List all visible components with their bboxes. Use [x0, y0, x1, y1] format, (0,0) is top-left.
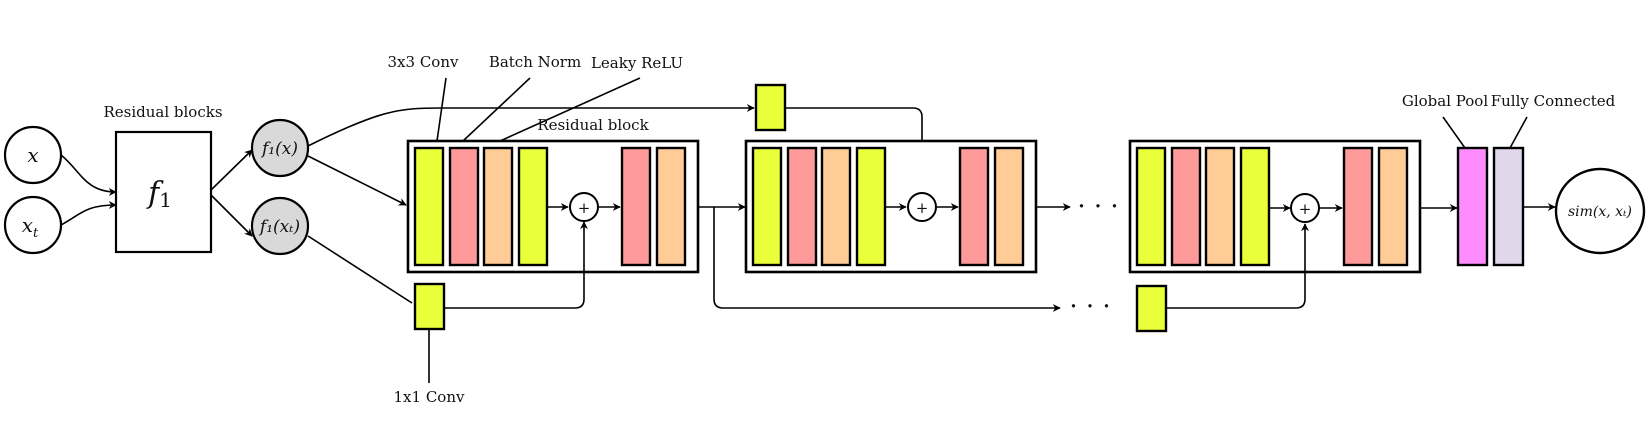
batch-norm-layer	[1170, 146, 1202, 267]
conv1x1-label: 1x1 Conv	[394, 388, 465, 406]
f1x-node: f₁(x)	[250, 118, 310, 178]
edge-encoder-to-f1xt	[210, 194, 253, 237]
batch-norm-layer	[448, 146, 480, 267]
batch-norm-layer	[1342, 146, 1374, 267]
f1x-label: f₁(x)	[260, 139, 298, 159]
batch-norm-label: Batch Norm	[489, 53, 581, 71]
input-x-node: x	[3, 125, 63, 185]
residual-block-n: +	[1128, 139, 1422, 274]
fully-connected-leader	[1509, 116, 1528, 149]
edge-skipn-to-add	[1166, 223, 1309, 309]
conv3x3-layer	[1239, 146, 1271, 267]
batch-norm-leader	[462, 77, 531, 142]
add-node: +	[1290, 193, 1320, 223]
residual-block-label: Residual block	[537, 116, 649, 134]
edge-skip1-to-add	[444, 221, 588, 309]
similarity-output-label: sim(x, xₜ)	[1568, 204, 1632, 220]
leaky-relu-layer	[655, 146, 687, 267]
batch-norm-layer	[958, 146, 990, 267]
leaky-relu-layer	[993, 146, 1025, 267]
input-x-label: x	[27, 143, 38, 167]
edge-bottom-skip	[713, 207, 1061, 312]
svg-text:+: +	[578, 199, 591, 217]
fully-connected-layer	[1492, 146, 1525, 267]
edge-top-skip-to-add2	[785, 107, 926, 194]
leaky-relu-layer	[482, 146, 514, 267]
skip-conv1x1-top	[754, 83, 787, 132]
edge-f1x-to-top-skip	[307, 104, 755, 147]
residual-blocks-label: Residual blocks	[103, 103, 222, 121]
conv3x3-label: 3x3 Conv	[388, 53, 459, 71]
similarity-output-node: sim(x, xₜ)	[1554, 167, 1646, 255]
edge-x-to-encoder	[60, 154, 117, 196]
add-node: +	[907, 192, 937, 222]
leaky-relu-layer	[1377, 146, 1409, 267]
batch-norm-layer	[620, 146, 652, 267]
leaky-relu-layer	[1204, 146, 1236, 267]
svg-text:+: +	[916, 199, 929, 217]
residual-block-1: +	[406, 139, 700, 274]
residual-block-2: +	[744, 139, 1038, 274]
add-node: +	[569, 192, 599, 222]
f1xt-node: f₁(xₜ)	[250, 196, 310, 256]
conv3x3-layer	[751, 146, 783, 267]
svg-text:+: +	[1299, 200, 1312, 218]
f1xt-label: f₁(xₜ)	[258, 217, 300, 237]
ellipsis-bottom: · · ·	[1069, 292, 1110, 322]
ellipsis-top: · · ·	[1077, 192, 1118, 222]
global-pool-layer	[1456, 146, 1489, 267]
batch-norm-layer	[786, 146, 818, 267]
conv3x3-leader	[436, 77, 447, 142]
global-pool-label: Global Pool	[1402, 92, 1488, 110]
conv3x3-layer	[413, 146, 445, 267]
conv3x3-layer	[855, 146, 887, 267]
leaky-relu-label: Leaky ReLU	[591, 54, 683, 72]
edge-xt-to-encoder	[60, 201, 117, 226]
fully-connected-label: Fully Connected	[1491, 92, 1616, 110]
skip-conv1x1-n	[1135, 284, 1168, 333]
skip-conv1x1-1	[413, 282, 446, 331]
leaky-relu-leader	[499, 77, 641, 142]
global-pool-leader	[1442, 116, 1466, 149]
leaky-relu-layer	[820, 146, 852, 267]
conv3x3-layer	[517, 146, 549, 267]
input-xt-node: xt	[3, 195, 63, 255]
input-xt-label: xt	[22, 213, 39, 241]
edge-f1xt-to-conv1x1	[307, 235, 413, 304]
edge-f1x-to-block1	[307, 155, 407, 206]
edge-encoder-to-f1x	[210, 149, 253, 191]
conv3x3-layer	[1135, 146, 1167, 267]
encoder-f1-box: f1	[114, 130, 213, 254]
